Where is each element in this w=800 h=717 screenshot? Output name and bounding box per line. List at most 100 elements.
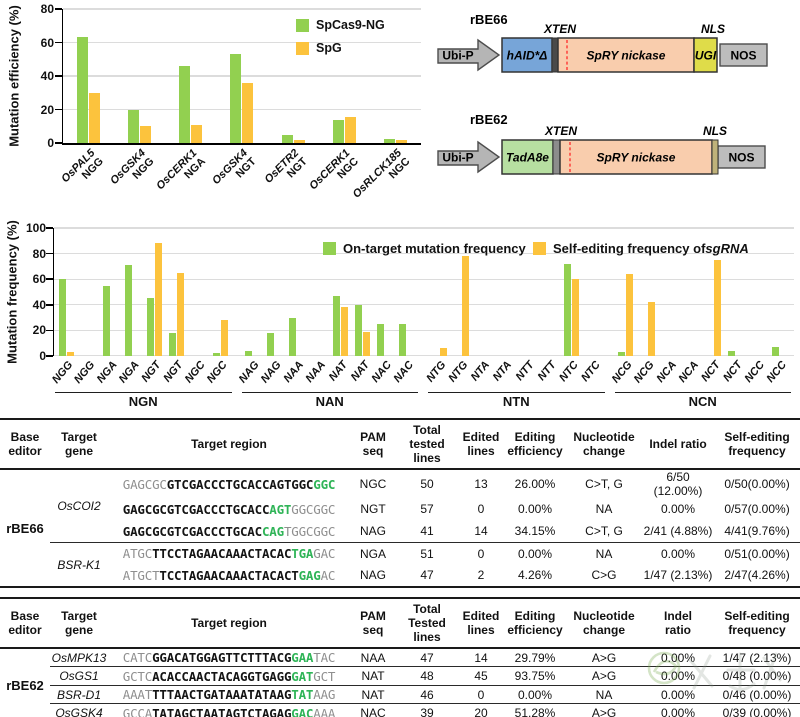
total-cell: 39 [396, 703, 458, 717]
pam-slot: NGC [183, 228, 209, 385]
pam-cell: NGT [360, 502, 386, 517]
pam-label: NCG [609, 359, 635, 386]
nls-label: NLS [703, 124, 727, 138]
bar-self-editing [461, 256, 469, 356]
legend-swatch [533, 242, 546, 255]
bar-spg [242, 82, 254, 143]
self-editing-cell: 1/47 (2.13%) [722, 650, 792, 665]
sequence-bases: ACACCAACTACAGGTGAGG [152, 668, 292, 684]
self-editing-cell: 0/39 (0.00%) [714, 703, 800, 717]
pam-label: NAA [281, 359, 306, 385]
edited-cell: 13 [474, 477, 488, 492]
sequence-bases: GAGCGCGTCGACCCTGCAC [122, 523, 262, 539]
pam-bases: TGA [291, 546, 314, 562]
change-cell: C>G [591, 568, 617, 583]
self-editing-cell: 0/51(0.00%) [714, 541, 800, 565]
efficiency-cell: 29.79% [514, 650, 556, 665]
pam-slot: NGT [161, 228, 187, 385]
target-region-cell: GAGCGCGTCGACCCTGCACCAGTGGCGGC [108, 498, 350, 520]
pam-label: NCA [654, 359, 679, 385]
pam-slot: NCG [632, 228, 659, 385]
y-axis-title: Mutation efficiency (%) [6, 5, 22, 147]
bar-spg [344, 117, 356, 143]
bar-on-target [289, 317, 297, 356]
pam-slot: NTC [557, 228, 582, 384]
bar-spg [191, 124, 203, 143]
legend-label-italic: sgRNA [705, 241, 749, 256]
pam-slot: NGC [205, 228, 231, 385]
target-region-cell: AAATTTTAACTGATAAATATAAGTATAAG [108, 684, 350, 704]
legend-item: SpG [296, 41, 385, 55]
bar-self-editing [648, 302, 656, 356]
pam-cell: NGC [359, 477, 387, 492]
sequence-bases: TTCCTAGAACAAACTACAC [152, 546, 292, 562]
pam-label: NAT [326, 359, 350, 384]
change-cell: A>G [566, 666, 642, 686]
pam-label: NTT [535, 359, 559, 384]
sequence-bases: GCTC [122, 668, 153, 684]
pam-label: NCA [676, 359, 701, 385]
bar-spg [395, 139, 407, 143]
pam-slot: NCC [765, 228, 791, 385]
edited-cell: 45 [458, 666, 504, 686]
sequence-bases: AC [320, 567, 336, 583]
edited-cell: 0 [477, 502, 485, 517]
total-cell: 41 [420, 524, 434, 539]
pam-slot: NCC [743, 228, 769, 385]
total-cell: 57 [420, 502, 434, 517]
bar-on-target [212, 353, 220, 356]
pam-label: NTG [424, 359, 449, 385]
pam-label: NTA [469, 359, 493, 384]
pam-slot: NCT [699, 228, 725, 384]
sequence-bases: AAAT [122, 687, 153, 703]
pam-slot: NAA [281, 228, 308, 385]
legend-swatch [296, 18, 309, 32]
pam-label: NAC [391, 359, 417, 385]
bar-spcas9-ng [128, 109, 140, 143]
bar-on-target [168, 332, 176, 356]
pam-label: NAG [236, 359, 262, 386]
sequence-bases: GCCA [122, 705, 153, 717]
nos-box [719, 43, 768, 67]
pam-bases: GAA [291, 650, 314, 666]
bar-self-editing [341, 307, 349, 356]
bar-spcas9-ng [77, 37, 89, 143]
pam-label: NCT [699, 359, 723, 385]
indel-cell: 0.00% [642, 666, 714, 686]
gridline [54, 304, 794, 306]
column-header: Indel ratio [642, 420, 714, 471]
rbe62-construct: rBE62 Ubi-P XTEN NLS TadA8e SpRY nickase… [437, 112, 766, 175]
y-tick-mark [55, 8, 62, 10]
legend-label: SpG [316, 41, 342, 55]
bar-self-editing [220, 320, 228, 356]
pam-slot: NAT [327, 228, 352, 383]
bar-self-editing [154, 243, 162, 356]
pam-slot: NAG [237, 228, 264, 385]
indel-cell: 2/41 (4.88%) [643, 524, 713, 539]
efficiency-cell: 34.15% [514, 524, 556, 539]
self-editing-cell: 0/50(0.00%) [724, 477, 790, 492]
self-editing-cell: 0/57(0.00%) [724, 502, 790, 517]
base-editor-cell: rBE66 [6, 520, 44, 536]
y-tick-mark [55, 142, 62, 144]
change-cell: NA [566, 541, 642, 565]
pam-slot: NGG [50, 228, 77, 386]
indel-cell: 1/47 (2.13%) [643, 568, 713, 583]
xten-label: XTEN [543, 22, 576, 36]
